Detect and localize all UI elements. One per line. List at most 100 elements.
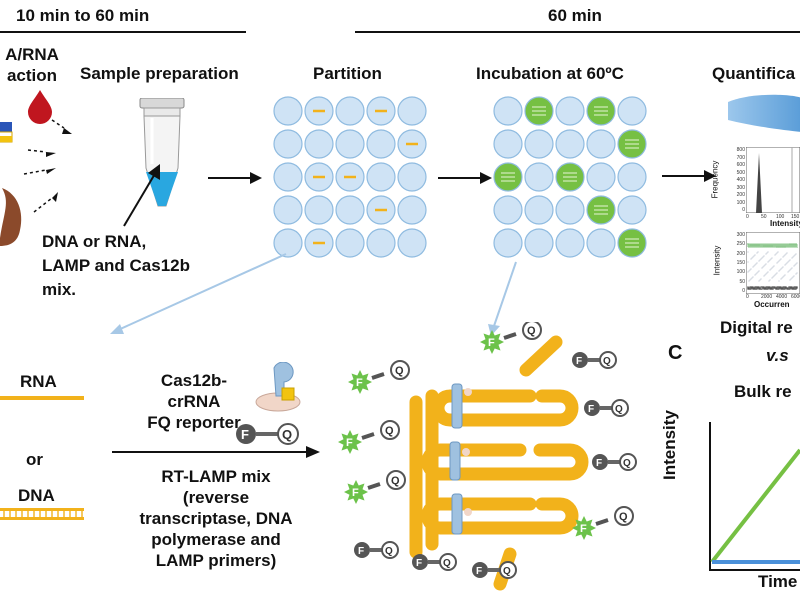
- tick-label: 6000: [791, 294, 800, 300]
- tick-label: 700: [736, 154, 745, 161]
- tick-label: 200: [736, 192, 745, 198]
- well: [555, 195, 585, 225]
- well: [335, 195, 365, 225]
- well: [273, 228, 303, 258]
- tick-label: 0: [742, 207, 745, 213]
- well: [335, 96, 365, 126]
- sample-tube-icon: [139, 98, 185, 207]
- arrow-to-partition: [208, 172, 262, 184]
- tick-label: 800: [736, 147, 745, 153]
- arrow-to-quantification: [662, 170, 716, 182]
- tick-label: 250: [736, 241, 745, 248]
- tick-label: 400: [736, 177, 745, 183]
- quantification-title: Quantifica: [712, 64, 796, 83]
- bulk-plot: [709, 422, 800, 571]
- well: [273, 129, 303, 159]
- well: [555, 228, 585, 258]
- incubation-well-grid: [493, 96, 647, 258]
- cas-reagent-label: Cas12b- crRNA FQ reporter: [147, 371, 241, 432]
- tick-label: 300: [736, 232, 745, 238]
- stool-sample-icon: [0, 188, 22, 246]
- timeline-left-label: 10 min to 60 min: [16, 6, 150, 25]
- reporter-f-label: F: [241, 427, 249, 442]
- tick-label: 4000: [776, 294, 788, 300]
- reagents-arrow: [112, 446, 320, 458]
- tick-label: 50: [739, 278, 745, 285]
- well: [397, 195, 427, 225]
- well: [273, 162, 303, 192]
- histogram-ylabel: Frequency: [710, 160, 720, 199]
- arrow-to-incubation: [438, 172, 492, 184]
- rtlamp-label: RT-LAMP mix (reverse transcriptase, DNA …: [139, 467, 293, 570]
- svg-text:F: F: [358, 546, 364, 557]
- blood-drop-icon: [28, 90, 52, 124]
- svg-text:Q: Q: [385, 425, 394, 437]
- svg-text:F: F: [488, 337, 495, 349]
- tube-pointer-arrow: [123, 164, 160, 227]
- reporter-molecule: FQ: [344, 470, 406, 504]
- sample-sources: [0, 90, 72, 246]
- tick-label: 0: [746, 214, 749, 220]
- tick-label: 0: [742, 288, 745, 294]
- svg-text:F: F: [352, 487, 359, 499]
- bulk-readout-label: Bulk re: [734, 382, 792, 401]
- bulk-xlabel: Time: [758, 572, 798, 591]
- svg-text:F: F: [580, 523, 587, 535]
- timeline-right-bar: [355, 31, 800, 33]
- rna-label: RNA: [20, 372, 57, 391]
- partition-title: Partition: [313, 64, 382, 83]
- well: [617, 162, 647, 192]
- well: [586, 162, 616, 192]
- svg-text:Q: Q: [527, 325, 536, 337]
- reporter-molecule: FQ: [572, 506, 634, 540]
- extraction-title: A/RNA action: [5, 45, 59, 85]
- tick-label: 0: [746, 294, 749, 300]
- well: [273, 96, 303, 126]
- reporter-q-label: Q: [282, 427, 292, 442]
- tick-label: 100: [736, 269, 745, 276]
- tick-label: 150: [791, 214, 800, 220]
- svg-text:Q: Q: [443, 558, 451, 569]
- reporter-molecule: FQ: [338, 420, 400, 454]
- well: [617, 96, 647, 126]
- well: [366, 228, 396, 258]
- well: [555, 96, 585, 126]
- well: [335, 228, 365, 258]
- svg-text:F: F: [356, 377, 363, 389]
- svg-text:Q: Q: [619, 511, 628, 523]
- digital-readout-label: Digital re: [720, 318, 793, 337]
- svg-text:F: F: [416, 558, 422, 569]
- scatter-xticks: 0200040006000: [746, 294, 800, 302]
- svg-text:F: F: [596, 458, 602, 469]
- well: [493, 96, 523, 126]
- tick-label: 600: [736, 162, 745, 168]
- partition-well-grid: [273, 96, 427, 258]
- reporter-molecule: FQ: [480, 322, 542, 354]
- well: [524, 195, 554, 225]
- tick-label: 200: [736, 250, 745, 257]
- svg-text:Q: Q: [391, 475, 400, 487]
- well: [304, 129, 334, 159]
- well: [366, 162, 396, 192]
- rna-strand: [0, 396, 84, 400]
- incubation-title: Incubation at 60ºC: [476, 64, 624, 83]
- tick-label: 100: [776, 214, 785, 220]
- cas12b-complex-icon: [255, 362, 301, 412]
- panel-c-label: C: [668, 342, 683, 364]
- well: [493, 228, 523, 258]
- timeline-left-bar: [0, 31, 246, 33]
- versus-label: v.s: [766, 346, 789, 365]
- svg-text:Q: Q: [615, 404, 623, 415]
- tick-label: 500: [736, 169, 745, 176]
- histogram-plot: [746, 147, 800, 213]
- tick-label: 300: [736, 184, 745, 191]
